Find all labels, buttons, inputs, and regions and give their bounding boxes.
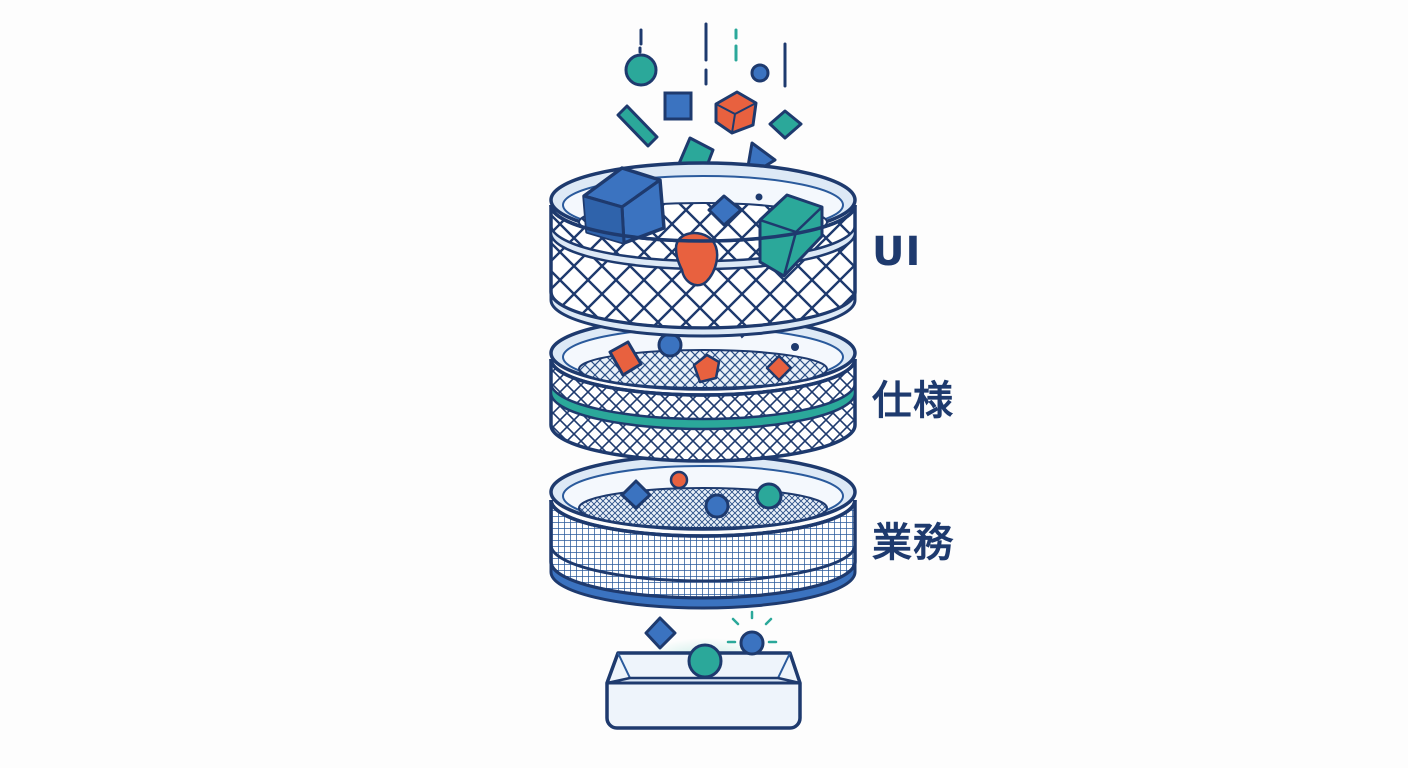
- cube-icon: [663, 91, 693, 121]
- sphere-icon: [726, 610, 778, 656]
- layer-label-ui: UI: [872, 229, 922, 275]
- falling-pieces: [616, 22, 803, 180]
- sieve-spec: [549, 315, 857, 463]
- sphere-icon: [687, 643, 723, 679]
- diamond-icon: [768, 109, 803, 140]
- rod-icon: [616, 104, 659, 148]
- sphere-icon: [624, 53, 658, 87]
- sphere-icon: [755, 482, 783, 510]
- tray-icon: [605, 610, 802, 730]
- cube-icon: [608, 340, 643, 377]
- sieve-ui: [549, 161, 857, 338]
- sphere-icon: [669, 470, 689, 490]
- cube-icon: [714, 90, 758, 135]
- diamond-icon: [707, 194, 743, 227]
- sphere-icon: [657, 332, 683, 358]
- sphere-icon: [704, 493, 730, 519]
- cube-icon: [692, 353, 721, 384]
- sphere-icon: [750, 63, 770, 83]
- diamond-icon: [644, 616, 677, 650]
- layer-label-business: 業務: [872, 520, 954, 566]
- diamond-icon: [765, 354, 793, 382]
- layer-label-spec: 仕様: [872, 378, 954, 424]
- diamond-icon: [620, 479, 652, 510]
- sphere-icon: [674, 231, 719, 287]
- sieve-business: [549, 453, 857, 610]
